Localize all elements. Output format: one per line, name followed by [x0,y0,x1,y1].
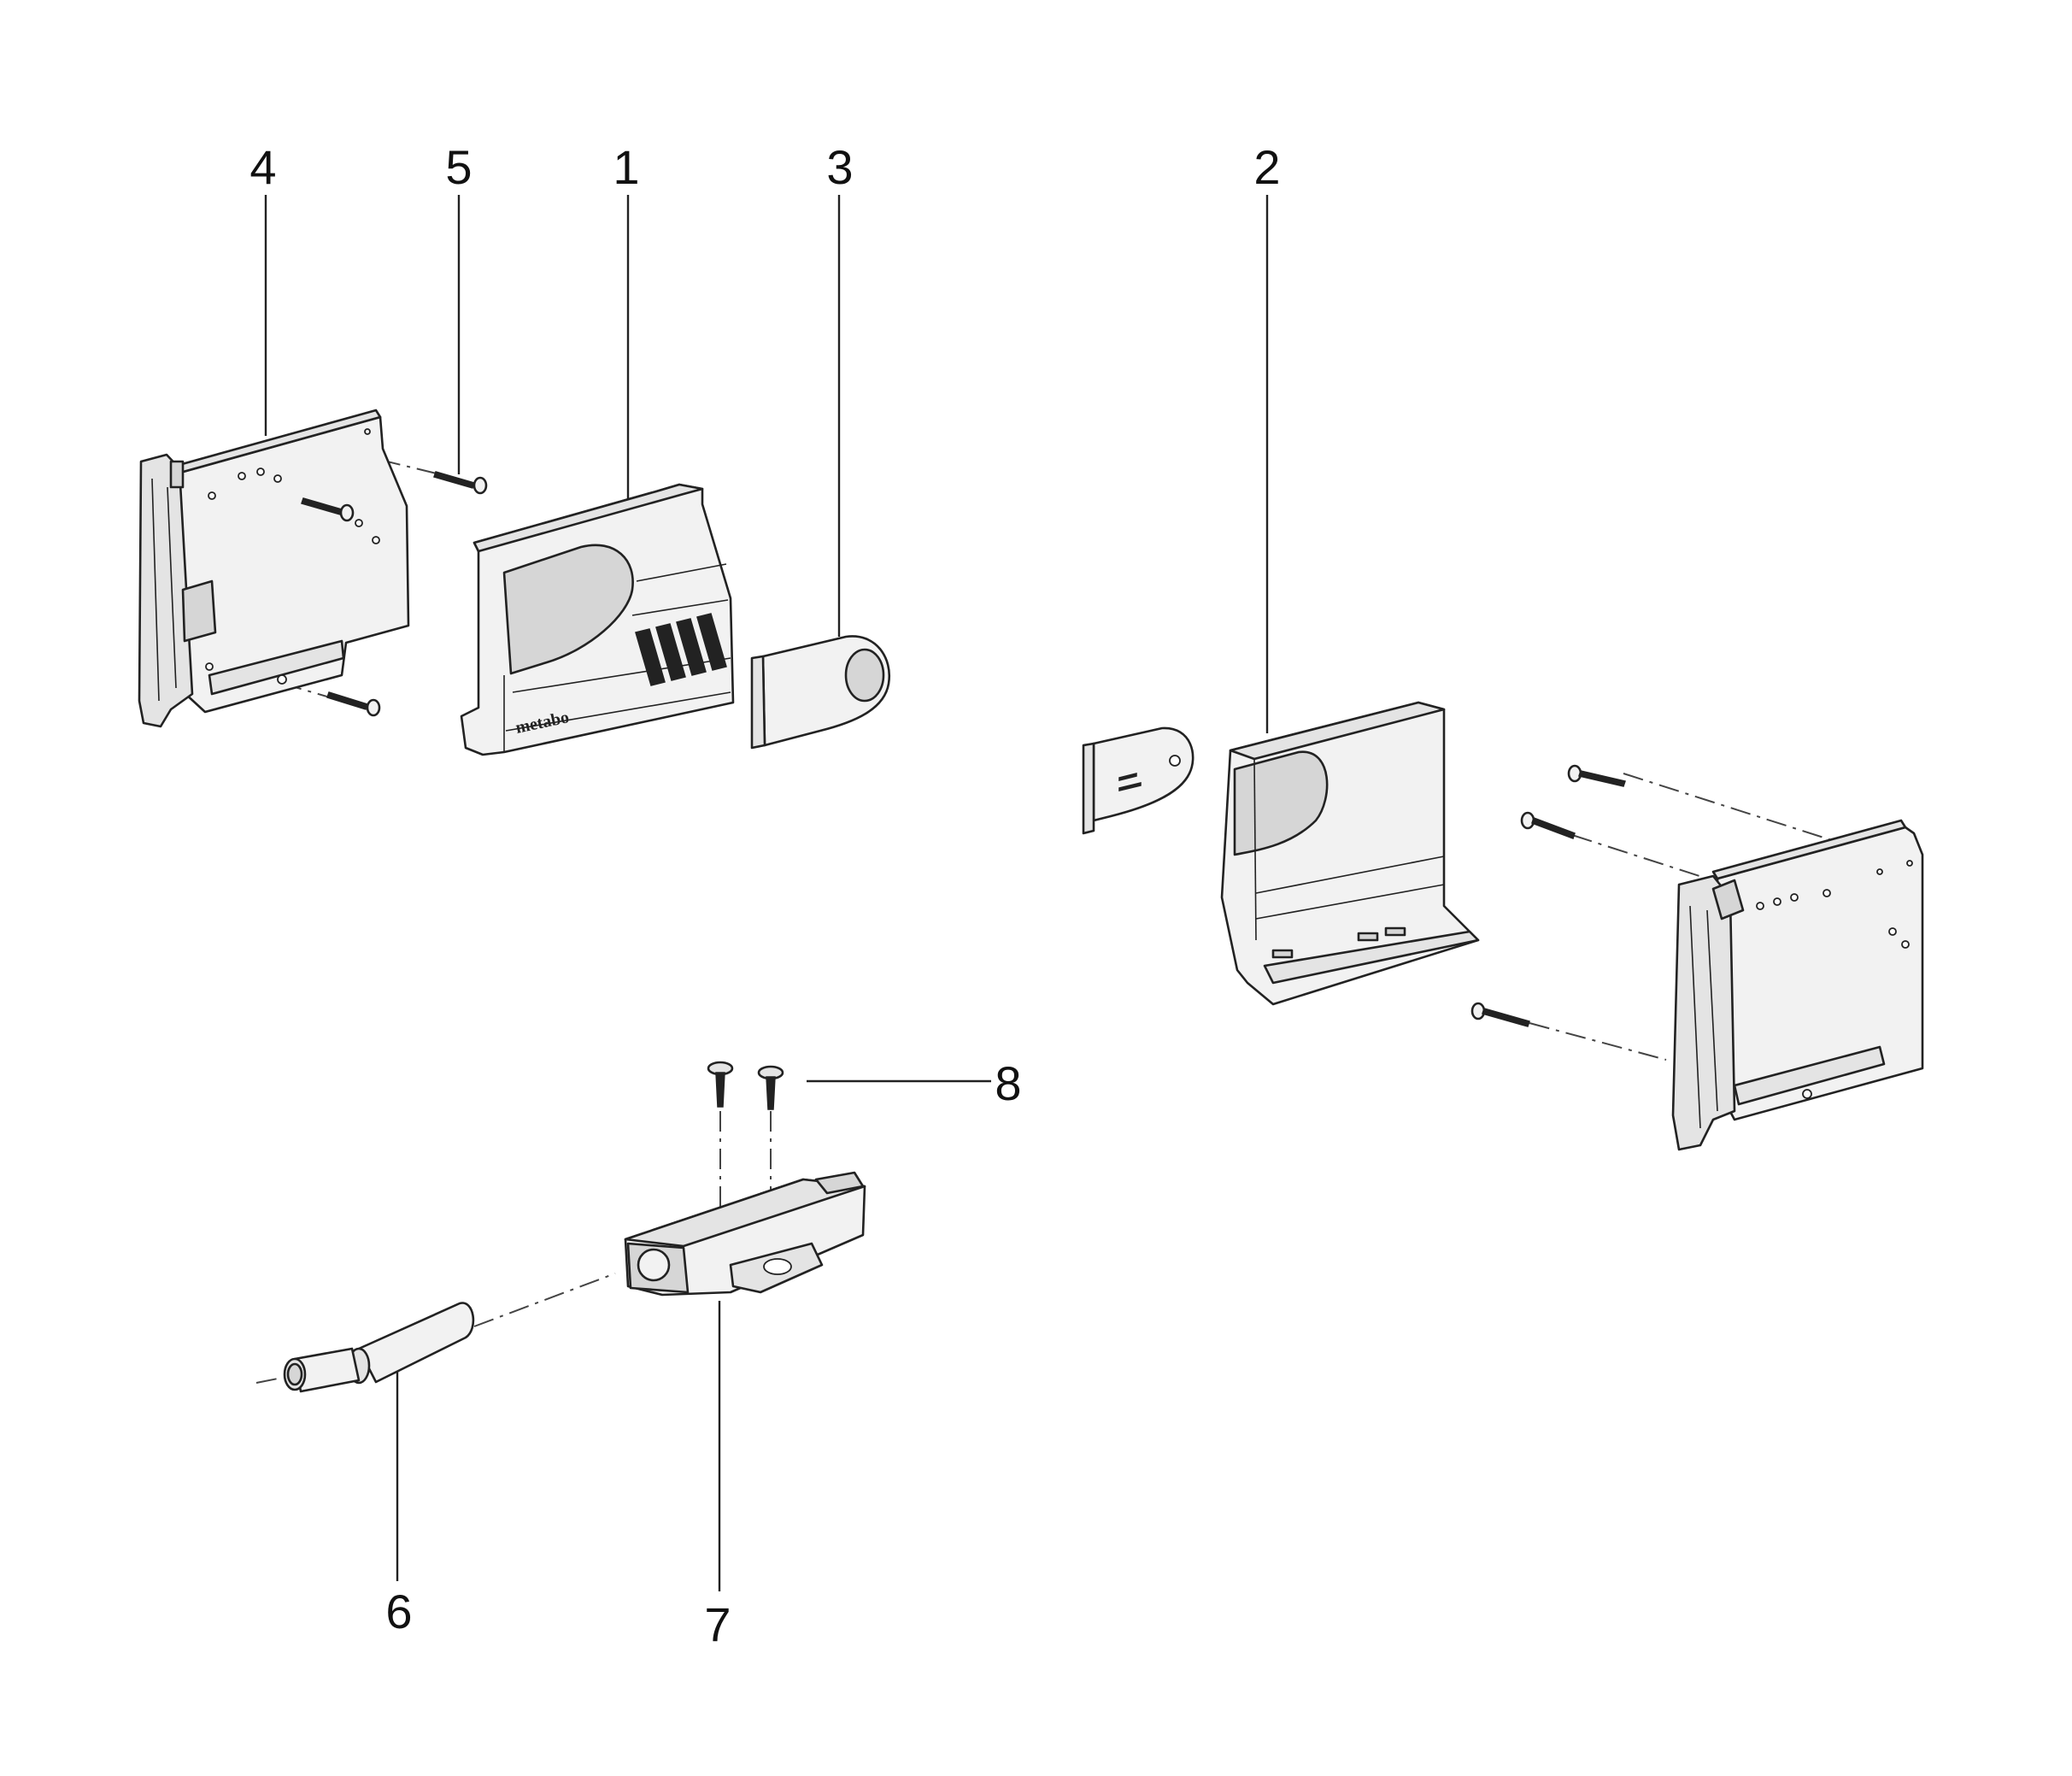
label-part-8: 8 [995,1056,1021,1110]
part-8-screws [707,1061,784,1110]
label-part-3: 3 [826,140,853,194]
part-6-piston [283,1302,475,1393]
part-5-screws [301,471,488,717]
label-part-4: 4 [249,140,276,194]
leader-lines [264,195,1269,1591]
label-part-1: 1 [613,140,639,194]
part-4-left-housing [138,409,410,728]
label-part-7: 7 [704,1597,731,1651]
label-part-5: 5 [445,140,472,194]
part-2-right-cover [1220,701,1480,1006]
label-part-2: 2 [1253,140,1280,194]
part-3-left-cap [750,635,891,750]
right-screws [1470,764,1626,1027]
part-7-damper-housing [624,1171,866,1297]
assembly-axes [208,459,1838,1384]
label-part-6: 6 [385,1585,412,1638]
part-1-left-cover: metabo [460,483,735,756]
right-housing [1671,819,1924,1151]
right-cap [1082,726,1194,835]
